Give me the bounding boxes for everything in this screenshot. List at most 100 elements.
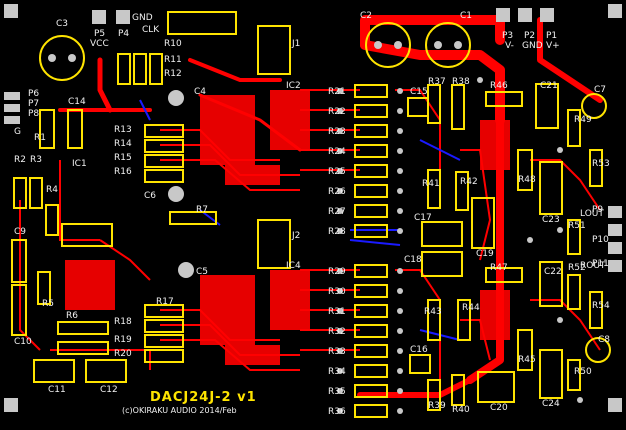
label-GND: GND [522, 41, 543, 51]
label-R22: R22 [328, 107, 346, 117]
label-R35: R35 [328, 387, 346, 397]
label-IC2: IC2 [286, 81, 301, 91]
label-R21: R21 [328, 87, 346, 97]
label-R48: R48 [518, 175, 536, 185]
board-credit: (c)OKIRAKU AUDIO 2014/Feb [122, 406, 237, 415]
label-R5: R5 [42, 299, 54, 309]
label-R25: R25 [328, 167, 346, 177]
label-C19: C19 [476, 249, 494, 259]
label-R12: R12 [164, 69, 182, 79]
label-C6: C6 [144, 191, 157, 201]
label-R50: R50 [574, 367, 592, 377]
label-R47: R47 [490, 263, 508, 273]
label-C4: C4 [194, 87, 207, 97]
vias [337, 77, 583, 414]
label-P4: P4 [118, 29, 130, 39]
label-V-plus: V+ [546, 41, 560, 51]
label-R4: R4 [46, 185, 58, 195]
label-R46: R46 [490, 81, 508, 91]
label-C7: C7 [594, 85, 607, 95]
label-P7: P7 [28, 99, 40, 109]
label-C15: C15 [410, 87, 428, 97]
label-J1: J1 [292, 39, 301, 49]
label-R49: R49 [574, 115, 592, 125]
label-C3: C3 [56, 19, 69, 29]
label-P5: P5 [94, 29, 106, 39]
label-C24: C24 [542, 399, 560, 409]
label-R31: R31 [328, 307, 346, 317]
label-R52: R52 [568, 263, 586, 273]
label-R26: R26 [328, 187, 346, 197]
label-R24: R24 [328, 147, 346, 157]
label-P2: P2 [524, 31, 536, 41]
label-C12: C12 [100, 385, 118, 395]
label-R20: R20 [114, 349, 132, 359]
label-R19: R19 [114, 335, 132, 345]
label-V-minus: V- [505, 41, 514, 51]
label-C16: C16 [410, 345, 428, 355]
label-R15: R15 [114, 153, 132, 163]
label-R44: R44 [462, 303, 480, 313]
label-R51: R51 [568, 221, 586, 231]
label-R42: R42 [460, 177, 478, 187]
label-P9: P9 [592, 205, 604, 215]
label-P1: P1 [546, 31, 558, 41]
label-C14: C14 [68, 97, 86, 107]
label-R54: R54 [592, 301, 610, 311]
label-C17: C17 [414, 213, 432, 223]
label-C22: C22 [544, 267, 562, 277]
label-R16: R16 [114, 167, 132, 177]
label-R43: R43 [424, 307, 442, 317]
mounting-holes [4, 4, 622, 412]
label-R14: R14 [114, 139, 132, 149]
label-R18: R18 [114, 317, 132, 327]
label-R17: R17 [156, 297, 174, 307]
label-R13: R13 [114, 125, 132, 135]
label-P4-CLK: CLK [142, 25, 160, 35]
label-P11: P11 [592, 259, 609, 269]
label-C2: C2 [360, 11, 373, 21]
label-R34: R34 [328, 367, 346, 377]
label-R29: R29 [328, 267, 346, 277]
label-R27: R27 [328, 207, 346, 217]
label-R7: R7 [196, 205, 208, 215]
label-C18: C18 [404, 255, 422, 265]
label-R2: R2 [14, 155, 26, 165]
label-C9: C9 [14, 227, 27, 237]
label-C23: C23 [542, 215, 560, 225]
label-C8: C8 [598, 335, 611, 345]
label-R28: R28 [328, 227, 346, 237]
label-R41: R41 [422, 179, 440, 189]
label-P6: P6 [28, 89, 40, 99]
label-C5: C5 [196, 267, 209, 277]
label-R37: R37 [428, 77, 446, 87]
label-P8: P8 [28, 109, 40, 119]
label-LOUT: LOUT [580, 209, 604, 219]
label-C21: C21 [540, 81, 558, 91]
label-R32: R32 [328, 327, 346, 337]
label-R30: R30 [328, 287, 346, 297]
label-R1: R1 [34, 133, 46, 143]
label-R38: R38 [452, 77, 470, 87]
label-VCC: VCC [90, 39, 109, 49]
silkscreen [11, 11, 611, 418]
board-title: DACJ24J-2 v1 [150, 390, 257, 405]
label-C1: C1 [460, 11, 473, 21]
label-R40: R40 [452, 405, 470, 415]
label-C11: C11 [48, 385, 66, 395]
label-C20: C20 [490, 403, 508, 413]
label-R33: R33 [328, 347, 346, 357]
label-R36: R36 [328, 407, 346, 417]
label-IC1: IC1 [72, 159, 87, 169]
label-ROUT: ROUT [580, 261, 606, 271]
label-R3: R3 [30, 155, 42, 165]
ic-footprints [65, 90, 510, 365]
label-R10: R10 [164, 39, 182, 49]
label-IC4: IC4 [286, 261, 301, 271]
label-P4-GND: GND [132, 13, 153, 23]
label-C10: C10 [14, 337, 32, 347]
label-R11: R11 [164, 55, 182, 65]
pads [4, 8, 622, 278]
